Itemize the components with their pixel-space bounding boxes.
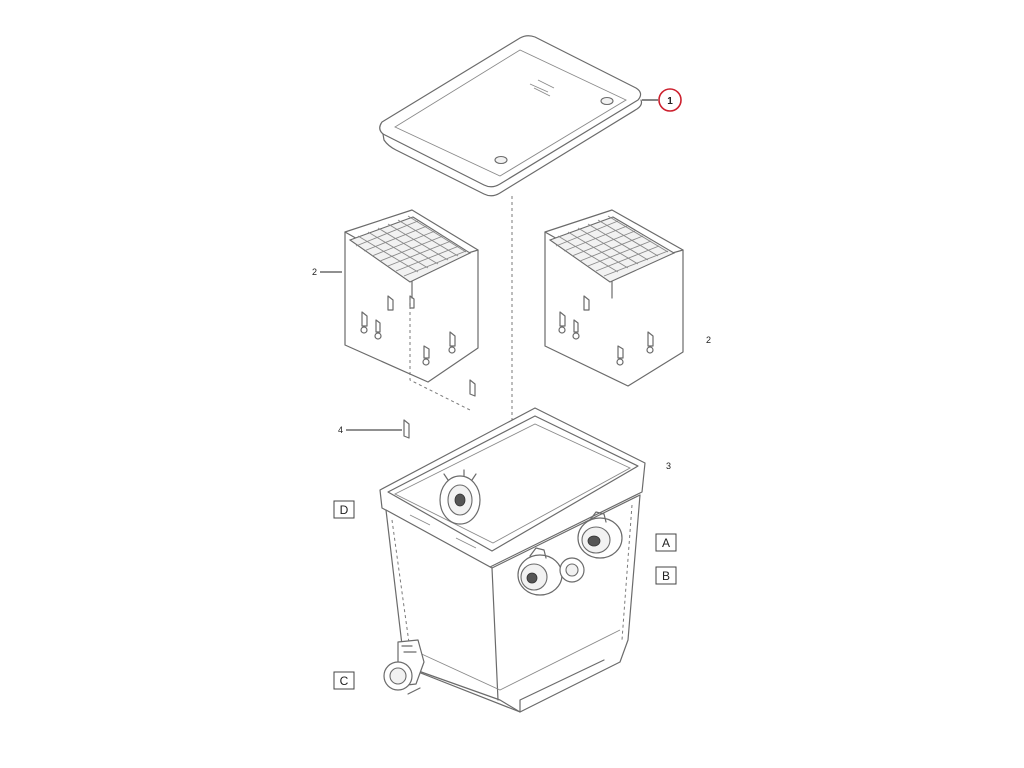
spare-clip — [469, 379, 476, 397]
part-number-2-right: 2 — [706, 335, 711, 345]
connector-b — [517, 547, 585, 596]
filter-basket-right — [544, 209, 684, 387]
connector-d — [439, 469, 481, 525]
connection-label-c: C — [333, 671, 355, 690]
callout-1-number: 1 — [667, 96, 673, 107]
connector-c — [383, 639, 425, 695]
lid-screw-hole — [494, 155, 508, 165]
connection-letter-d: D — [340, 503, 349, 517]
connection-label-d: D — [333, 500, 355, 519]
part-number-2-left: 2 — [312, 267, 317, 277]
callout-1: 1 — [642, 88, 682, 112]
lid-logo-mark — [529, 79, 555, 97]
connection-letter-b: B — [662, 569, 670, 583]
clip-part-4 — [403, 419, 410, 439]
filter-housing — [379, 407, 646, 713]
connection-letter-a: A — [662, 536, 670, 550]
label-part-2-left: 2 — [312, 267, 342, 277]
part-number-3: 3 — [666, 461, 671, 471]
lid-screw-hole — [600, 96, 614, 106]
filter-basket-left — [344, 209, 479, 411]
connection-label-b: B — [655, 566, 677, 585]
lid — [379, 35, 643, 197]
label-part-4: 4 — [338, 425, 402, 435]
connector-a — [577, 511, 623, 559]
connection-label-a: A — [655, 533, 677, 552]
part-number-4: 4 — [338, 425, 343, 435]
connection-letter-c: C — [340, 674, 349, 688]
